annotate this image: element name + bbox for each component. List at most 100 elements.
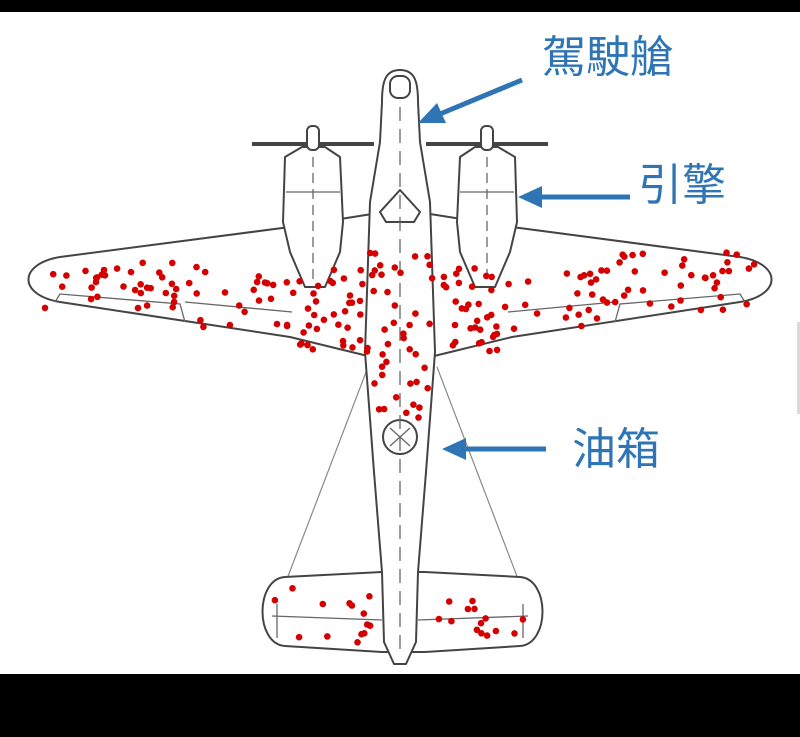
bullet-hole [63, 272, 70, 279]
bullet-hole [200, 323, 207, 331]
bullet-hole [289, 585, 296, 592]
bullet-hole [340, 275, 348, 282]
bullet-hole [428, 274, 436, 282]
bullet-hole [435, 615, 443, 623]
bullet-hole [629, 251, 636, 259]
engine-label: 引擎 [638, 160, 726, 211]
bullet-hole [41, 304, 49, 312]
bullet-hole [88, 284, 95, 291]
bullet-hole [295, 633, 303, 641]
bullet-hole [127, 268, 135, 276]
bullet-hole [464, 605, 472, 613]
bullet-hole [483, 314, 491, 321]
bullet-hole-pattern [41, 249, 758, 646]
bullet-hole [330, 311, 338, 318]
bullet-hole [392, 394, 400, 401]
bullet-hole [469, 597, 476, 605]
bullet-hole [139, 259, 146, 267]
bullet-hole [478, 630, 485, 637]
bullet-hole [354, 639, 361, 646]
diagram-canvas: 駕駛艙 引擎 油箱 [0, 12, 800, 674]
bullet-hole [296, 278, 303, 285]
bullet-hole [375, 406, 383, 413]
bullet-hole [366, 593, 373, 600]
bullet-hole [578, 322, 585, 330]
bullet-hole [339, 337, 347, 345]
bullet-hole [87, 295, 95, 303]
cockpit-arrow-icon [418, 77, 523, 123]
bullet-hole [410, 401, 417, 409]
bullet-hole [283, 322, 291, 330]
bullet-hole [309, 346, 317, 353]
bullet-hole [269, 281, 277, 289]
bullet-hole [701, 274, 709, 282]
bullet-hole [359, 280, 366, 288]
bullet-hole [226, 321, 234, 329]
right-engine-nacelle [456, 146, 518, 288]
bullet-hole [745, 265, 753, 272]
bullet-hole [193, 290, 200, 297]
bullet-hole [371, 250, 379, 257]
bullet-hole [357, 266, 365, 274]
bullet-hole [717, 293, 724, 301]
bullet-hole [424, 253, 431, 260]
bullet-hole [304, 341, 311, 349]
bullet-hole [743, 300, 750, 308]
bullet-hole [283, 279, 291, 286]
bullet-hole [380, 405, 388, 413]
bullet-hole [58, 283, 66, 291]
bullet-hole [624, 286, 632, 294]
bullet-hole [524, 278, 532, 285]
bullet-hole [349, 344, 356, 351]
bullet-hole [162, 289, 170, 297]
bullet-hole [363, 348, 371, 355]
bullet-hole [411, 253, 419, 260]
bullet-hole [400, 330, 407, 338]
bullet-hole [421, 364, 428, 372]
bullet-hole [680, 256, 688, 263]
bullet-hole [471, 605, 478, 613]
bullet-hole [574, 290, 581, 297]
bullet-hole [312, 298, 320, 305]
bullet-hole [599, 296, 607, 303]
bullet-hole [668, 303, 675, 310]
bullet-hole [533, 310, 541, 317]
engine-arrow-icon [518, 186, 630, 208]
bullet-hole [449, 342, 457, 349]
left-elevator-line [271, 615, 383, 621]
bullet-hole [426, 320, 433, 328]
bullet-hole [346, 292, 354, 299]
bullet-hole [611, 298, 619, 306]
bullet-hole [300, 329, 307, 336]
bullet-hole [221, 289, 229, 296]
left-spinner [306, 125, 320, 151]
bullet-hole [477, 619, 485, 627]
left-engine-nacelle [282, 146, 344, 288]
bullet-hole [370, 287, 378, 295]
bullet-hole [384, 288, 391, 296]
bullet-hole [688, 271, 695, 279]
bullet-hole [170, 292, 178, 300]
bullet-hole [511, 630, 518, 637]
bullet-hole [335, 321, 342, 329]
bullet-hole [697, 306, 705, 314]
bullet-hole [483, 272, 490, 280]
bullet-hole [519, 616, 527, 623]
bullet-hole [305, 322, 313, 329]
bullet-hole [82, 267, 89, 275]
bullet-hole [451, 321, 459, 329]
bullet-hole [677, 297, 684, 304]
bullet-hole [723, 249, 730, 256]
bullet-hole [384, 340, 392, 348]
bullet-hole [131, 286, 139, 294]
nose-tip [389, 75, 411, 99]
bullet-hole [235, 302, 243, 309]
bullet-hole [360, 610, 368, 617]
bullet-hole [724, 259, 731, 266]
fuselage [364, 69, 436, 665]
bullet-hole [448, 617, 455, 625]
scrollbar-thumb[interactable] [797, 322, 800, 414]
bullet-hole [482, 615, 489, 622]
bullet-hole [585, 306, 592, 314]
right-spinner [480, 125, 494, 151]
